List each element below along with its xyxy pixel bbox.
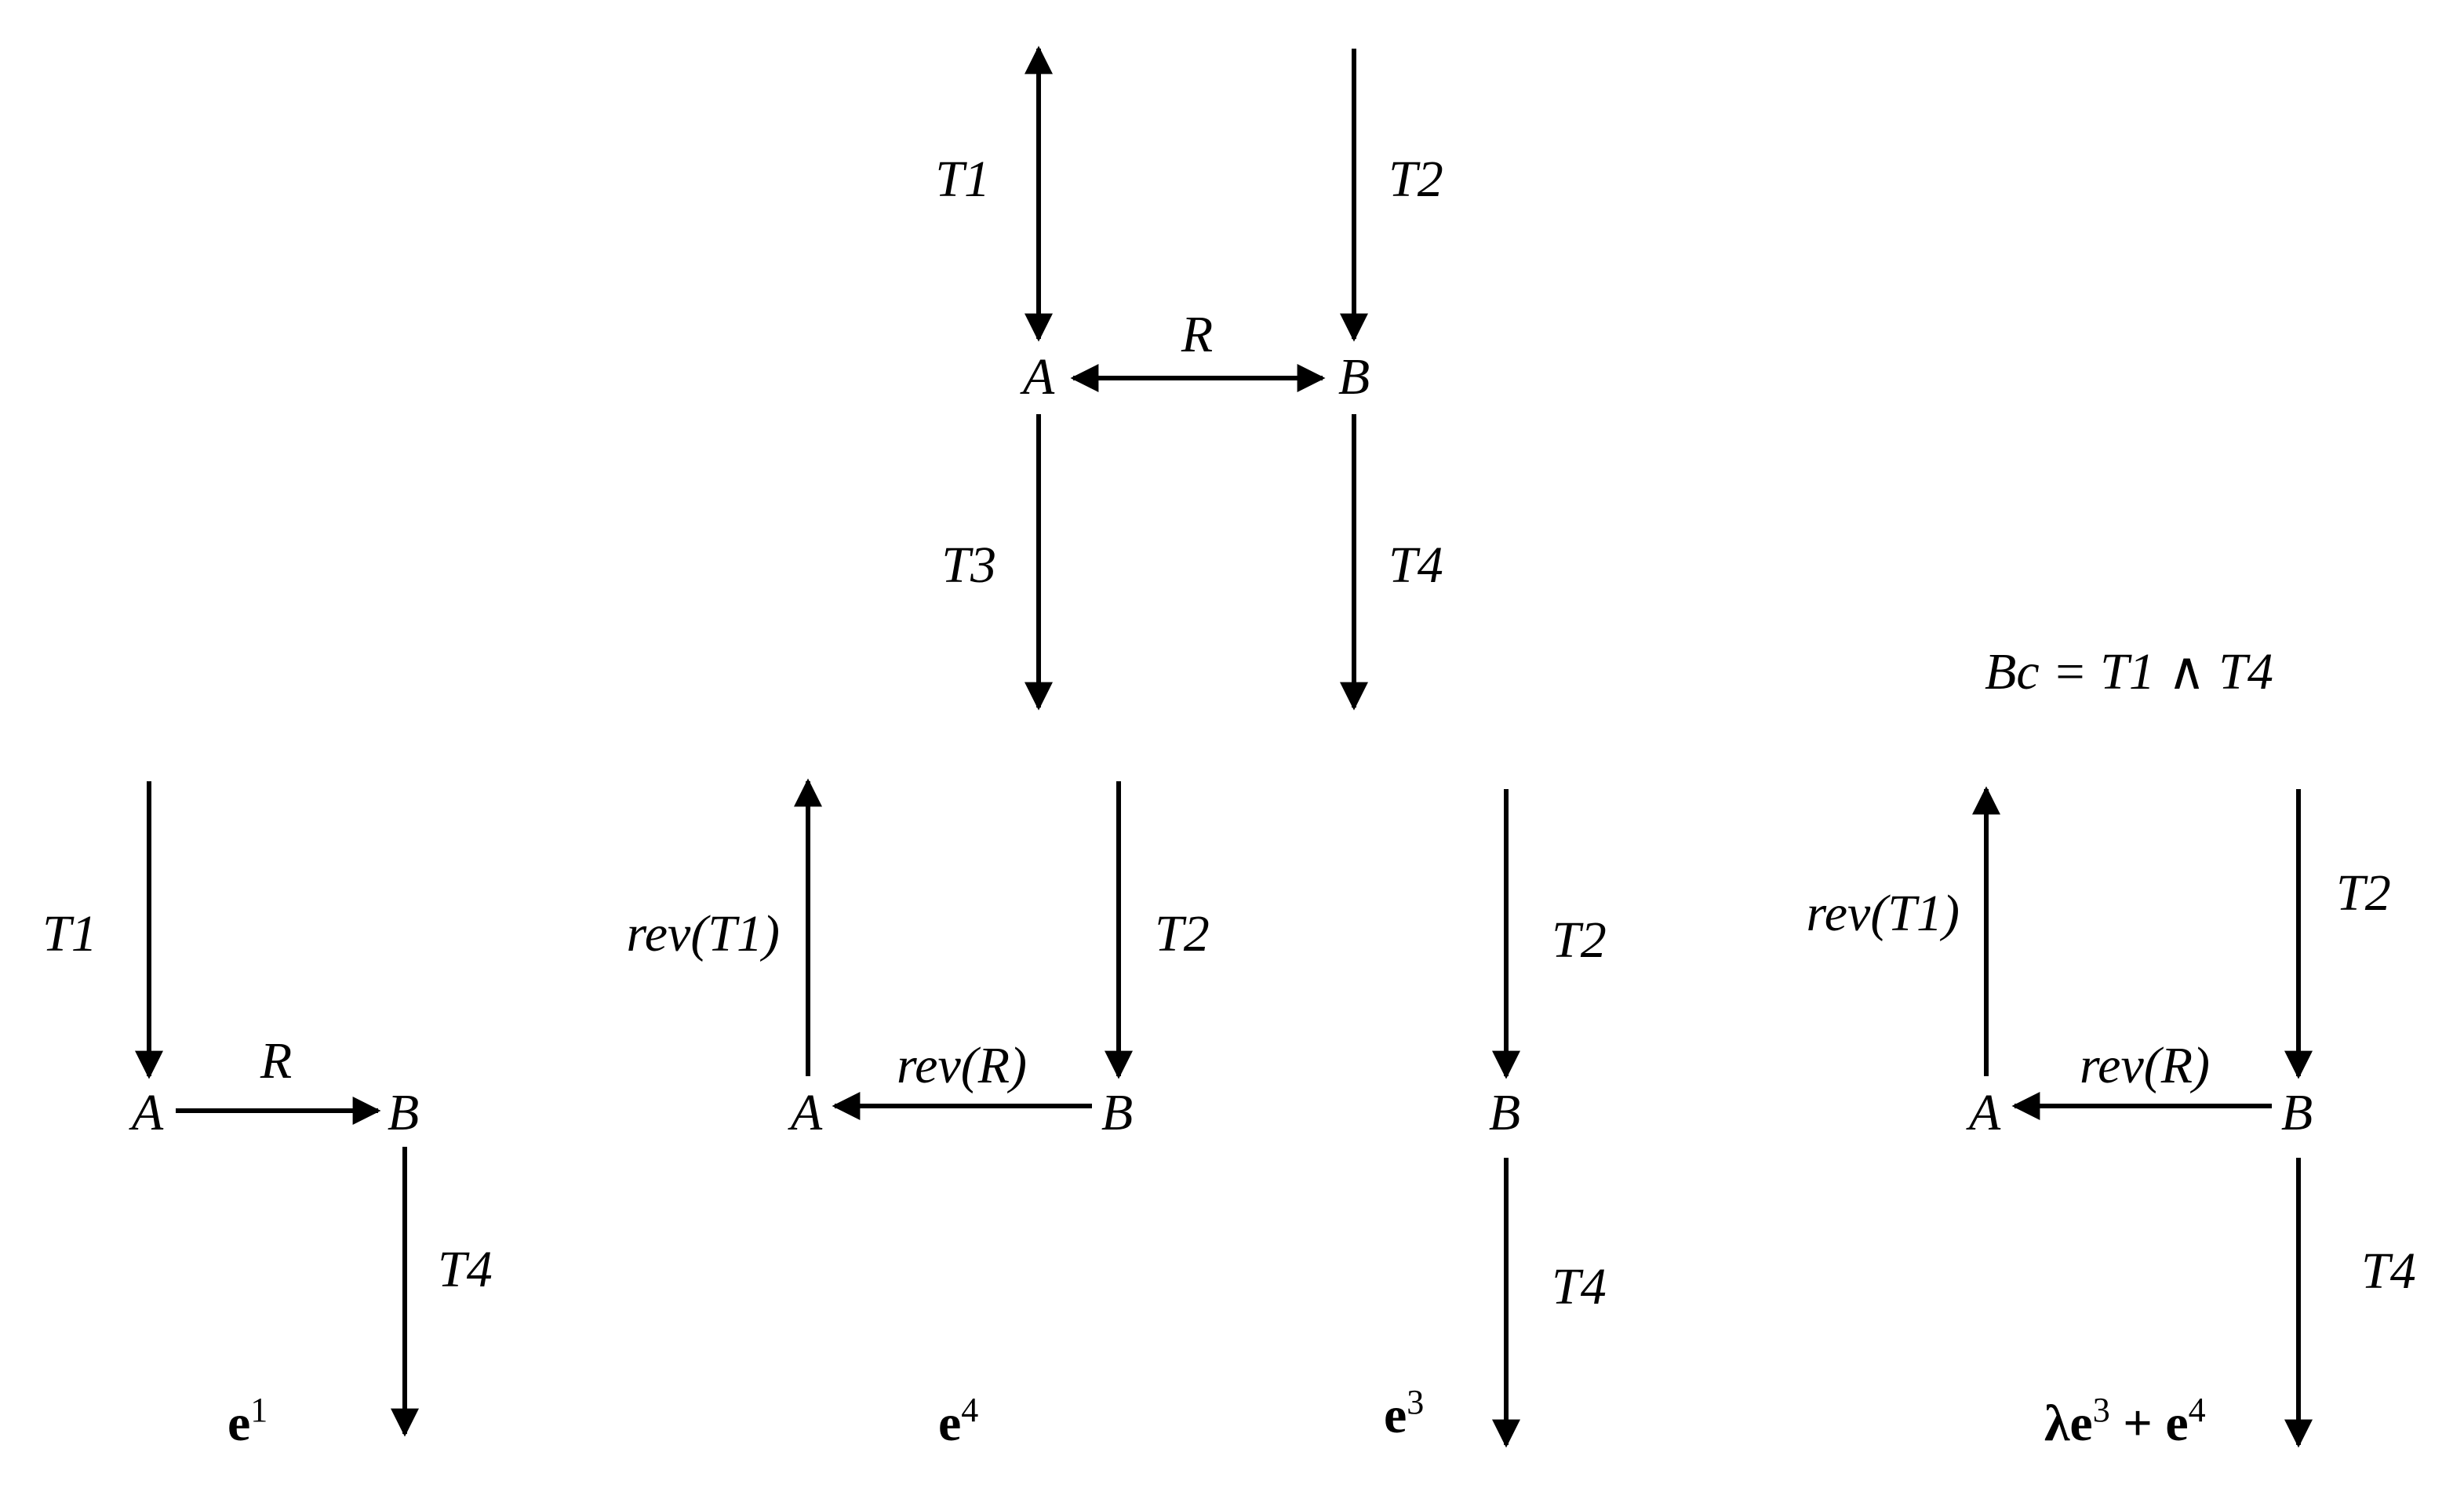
p3-caption-sup: 3 <box>1407 1383 1424 1421</box>
p4-caption-sup2: 4 <box>2189 1391 2206 1429</box>
p3-caption-base: e <box>1384 1387 1407 1444</box>
p3-node-b: B <box>1489 1084 1520 1141</box>
top-node-a: A <box>1020 348 1055 406</box>
top-t1-label: T1 <box>935 151 990 208</box>
p1-node-a: A <box>129 1084 164 1141</box>
p4-caption-plus: + <box>2110 1395 2166 1452</box>
top-t4-label: T4 <box>1389 537 1443 594</box>
p4-rev-r-label: rev(R) <box>2080 1037 2210 1094</box>
panel-e4: rev(T1) T2 A B rev(R) e4 <box>627 778 1210 1452</box>
p2-caption: e4 <box>938 1391 978 1452</box>
p4-caption-base1: e <box>2069 1395 2092 1452</box>
p1-caption-base: e <box>227 1395 250 1452</box>
p4-t2-label: T2 <box>2336 864 2391 922</box>
p2-rev-t1-label: rev(T1) <box>627 905 781 962</box>
p2-node-b: B <box>1101 1084 1133 1141</box>
p4-node-b: B <box>2281 1084 2313 1141</box>
p3-t2-label: T2 <box>1552 911 1607 969</box>
p2-node-a: A <box>788 1084 823 1141</box>
top-node-b: B <box>1338 348 1370 406</box>
p4-formula: Bc = T1 ∧ T4 <box>1985 643 2273 700</box>
p1-caption-sup: 1 <box>250 1391 268 1429</box>
top-t2-label: T2 <box>1389 151 1443 208</box>
p1-caption: e1 <box>227 1391 268 1452</box>
top-t3-label: T3 <box>941 537 996 594</box>
p2-caption-base: e <box>938 1395 961 1452</box>
p3-caption: e3 <box>1384 1383 1424 1444</box>
panel-e1: T1 A B R T4 e1 <box>42 781 493 1452</box>
panel-combined: Bc = T1 ∧ T4 rev(T1) T2 A B rev(R) T4 λe… <box>1807 643 2416 1452</box>
p1-t1-label: T1 <box>42 905 97 962</box>
p4-caption: λe3 + e4 <box>2044 1391 2206 1452</box>
p4-node-a: A <box>1966 1084 2001 1141</box>
top-r-label: R <box>1181 306 1213 363</box>
p2-rev-r-label: rev(R) <box>897 1037 1027 1094</box>
p1-node-b: B <box>388 1084 419 1141</box>
p3-t4-label: T4 <box>1552 1258 1607 1315</box>
p4-t4-label: T4 <box>2361 1242 2416 1300</box>
p1-r-label: R <box>260 1032 292 1090</box>
top-diagram: T1 T2 A B R T3 T4 <box>935 45 1443 711</box>
p4-rev-t1-label: rev(T1) <box>1807 885 1960 942</box>
p4-caption-lambda: λ <box>2044 1395 2070 1452</box>
p1-t4-label: T4 <box>438 1241 493 1298</box>
p2-caption-sup: 4 <box>961 1391 978 1429</box>
p4-caption-base2: e <box>2165 1395 2188 1452</box>
p4-caption-sup1: 3 <box>2093 1391 2110 1429</box>
p2-t2-label: T2 <box>1155 905 1210 962</box>
panel-e3: T2 B T4 e3 <box>1384 789 1607 1448</box>
